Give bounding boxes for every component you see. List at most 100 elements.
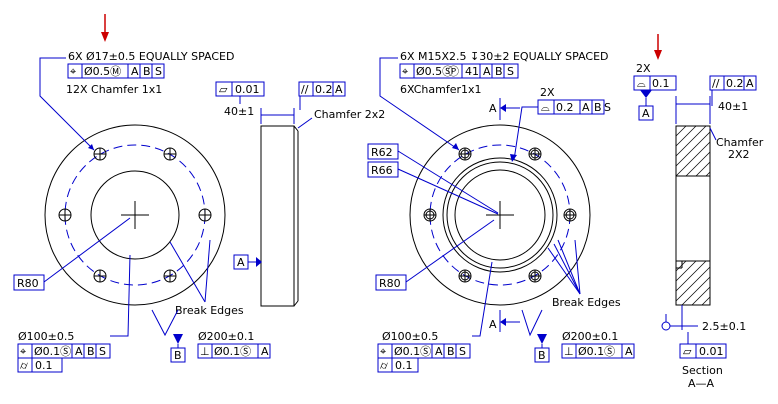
svg-text:0.01: 0.01 [235, 83, 260, 96]
fcf-perpendicularity-icon: ⊥ [200, 345, 210, 358]
right-cut-label-top: A [489, 102, 497, 115]
svg-text:S: S [604, 101, 611, 114]
fcf-parallelism-icon: // [301, 83, 309, 96]
svg-text:A: A [335, 83, 343, 96]
projected-zone-icon: Ⓟ [448, 65, 459, 78]
svg-text:B: B [143, 65, 151, 78]
svg-text:R66: R66 [371, 164, 393, 177]
fcf-cylindricity-icon: ⌭ [20, 359, 28, 372]
svg-text:R80: R80 [17, 277, 39, 290]
right-outer-circle [409, 124, 591, 306]
side-parallel-fcf: // 0.2 A [298, 81, 346, 110]
left-outer-dim: Ø200±0.1 [198, 330, 254, 343]
right-count-2x: 2X [540, 86, 555, 99]
svg-text:A: A [582, 101, 590, 114]
left-r80-label: R80 [13, 217, 131, 291]
right-bolt-holes [423, 147, 577, 283]
svg-text:S: S [99, 345, 106, 358]
right-profile-fcf: ⌓ 0.2 A B S [537, 99, 611, 115]
section-datum-a: A [638, 90, 654, 121]
right-outer-fcf: ⊥ Ø0.1Ⓢ A [561, 343, 635, 359]
svg-text:S: S [459, 345, 466, 358]
fcf-flatness-icon: ▱ [683, 345, 692, 358]
right-r80-label: R80 [375, 219, 495, 291]
svg-text:A: A [435, 345, 443, 358]
svg-text:A: A [75, 345, 83, 358]
svg-text:41: 41 [465, 65, 479, 78]
red-arrow-right [654, 34, 662, 60]
right-hole-fcf: ⌖ Ø0.5Ⓢ Ⓟ 41 A B S [399, 63, 519, 79]
right-chamfer-note: 6XChamfer1x1 [400, 83, 482, 96]
svg-text:A: A [131, 65, 139, 78]
svg-text:R80: R80 [379, 277, 401, 290]
section-chamfer-line1: Chamfer [716, 136, 764, 149]
section-flatness-fcf: ▱ 0.01 [679, 343, 727, 359]
section-title-line1: Section [682, 364, 723, 377]
svg-text:Ø0.5Ⓜ: Ø0.5Ⓜ [84, 65, 121, 78]
right-r62-label: R62 [367, 143, 499, 214]
svg-text:B: B [495, 65, 503, 78]
left-bolt-holes [58, 147, 212, 283]
left-bore-circle [90, 170, 180, 260]
left-chamfer-note: 12X Chamfer 1x1 [66, 83, 162, 96]
left-break-edges: Break Edges [175, 304, 244, 317]
svg-text:Ø0.1Ⓢ: Ø0.1Ⓢ [578, 345, 615, 358]
fcf-position-icon: ⌖ [380, 345, 386, 358]
left-bore-fcf: ⌖ Ø0.1Ⓢ A B S ⌭ 0.1 [17, 343, 111, 373]
right-hole-spec: 6X M15X2.5 ↧30±2 EQUALLY SPACED [400, 50, 609, 63]
svg-text:A: A [746, 77, 754, 90]
fcf-cylindricity-icon: ⌭ [380, 359, 388, 372]
red-arrow-left [101, 14, 109, 42]
right-recess-inner [446, 161, 554, 269]
svg-text:0.2: 0.2 [556, 101, 574, 114]
section-profile-fcf: ⌓ 0.1 [633, 75, 677, 91]
svg-text:Ø0.1Ⓢ: Ø0.1Ⓢ [214, 345, 251, 358]
side-chamfer: Chamfer 2x2 [314, 108, 385, 121]
fcf-flatness-icon: ▱ [219, 83, 228, 96]
right-cut-label-bottom: A [489, 318, 497, 331]
side-datum-a: A [233, 254, 262, 270]
left-hole-leader [39, 57, 95, 151]
svg-text:Ø0.1Ⓢ: Ø0.1Ⓢ [34, 345, 71, 358]
section-datum-target [661, 314, 698, 331]
left-bore-dim: Ø100±0.5 [18, 330, 74, 343]
right-break-edges: Break Edges [552, 296, 621, 309]
svg-text:B: B [594, 101, 602, 114]
right-r66-label: R66 [367, 161, 499, 215]
svg-text:A: A [642, 107, 650, 120]
section-hatch-bottom [676, 261, 710, 305]
fcf-profile-icon: ⌓ [541, 101, 550, 114]
fcf-position-icon: ⌖ [402, 65, 408, 78]
svg-text:Ø0.1Ⓢ: Ø0.1Ⓢ [394, 345, 431, 358]
section-chamfer-line2: 2X2 [728, 148, 750, 161]
svg-text:A: A [261, 345, 269, 358]
right-bore-dim: Ø100±0.5 [382, 330, 438, 343]
section-view [675, 125, 711, 306]
svg-text:0.2: 0.2 [315, 83, 333, 96]
side-view [260, 125, 299, 307]
fcf-profile-icon: ⌓ [637, 77, 646, 90]
section-thickness: 40±1 [718, 100, 748, 113]
right-recess-circle [442, 157, 558, 273]
side-thickness: 40±1 [224, 105, 254, 118]
left-hole-fcf: ⌖ Ø0.5Ⓜ A B S [67, 63, 165, 79]
svg-text:B: B [87, 345, 95, 358]
right-bore-circle [454, 169, 546, 261]
fcf-parallelism-icon: // [712, 77, 720, 90]
right-outer-dim: Ø200±0.1 [562, 330, 618, 343]
svg-text:0.2: 0.2 [726, 77, 744, 90]
side-flatness-fcf: ▱ 0.01 [215, 81, 265, 104]
right-front-view [409, 98, 591, 332]
section-parallel-fcf: // 0.2 A [709, 75, 757, 106]
svg-text:R62: R62 [371, 146, 393, 159]
left-outer-circle [44, 124, 226, 306]
fcf-position-icon: ⌖ [20, 345, 26, 358]
svg-text:A: A [625, 345, 633, 358]
section-offset-dim: 2.5±0.1 [702, 320, 746, 333]
svg-text:A: A [483, 65, 491, 78]
svg-text:B: B [538, 349, 546, 362]
left-outer-fcf: ⊥ Ø0.1Ⓢ A [197, 343, 271, 359]
svg-text:B: B [447, 345, 455, 358]
right-hole-leader [379, 57, 460, 151]
